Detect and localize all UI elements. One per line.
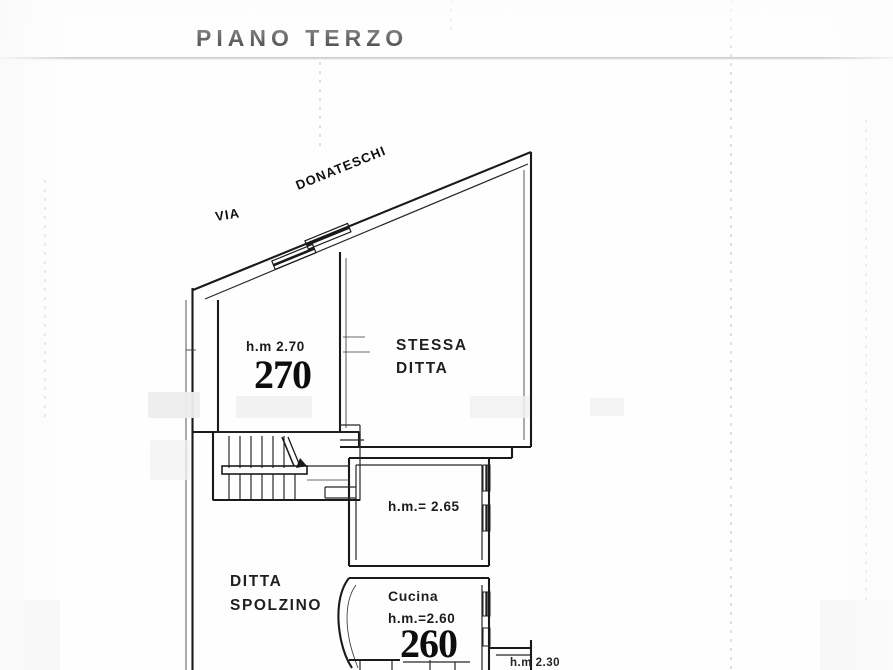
- handwritten-270: 270: [254, 352, 311, 397]
- label-cucina: Cucina: [388, 588, 438, 604]
- height-label-265: h.m.= 2.65: [388, 499, 460, 514]
- street-name-label: DONATESCHI: [294, 143, 389, 193]
- staircase: [211, 424, 364, 502]
- handwritten-260: 260: [400, 621, 457, 666]
- window-openings: [271, 222, 491, 647]
- label-spolzino: SPOLZINO: [230, 597, 322, 614]
- label-stessa: STESSA: [396, 337, 468, 354]
- street-prefix-label: VIA: [214, 205, 241, 224]
- page-title: PIANO TERZO: [196, 25, 408, 51]
- height-label-230: h.m 2.30: [510, 657, 560, 669]
- label-ditta-lower: DITTA: [230, 573, 282, 590]
- label-ditta-upper: DITTA: [396, 360, 448, 377]
